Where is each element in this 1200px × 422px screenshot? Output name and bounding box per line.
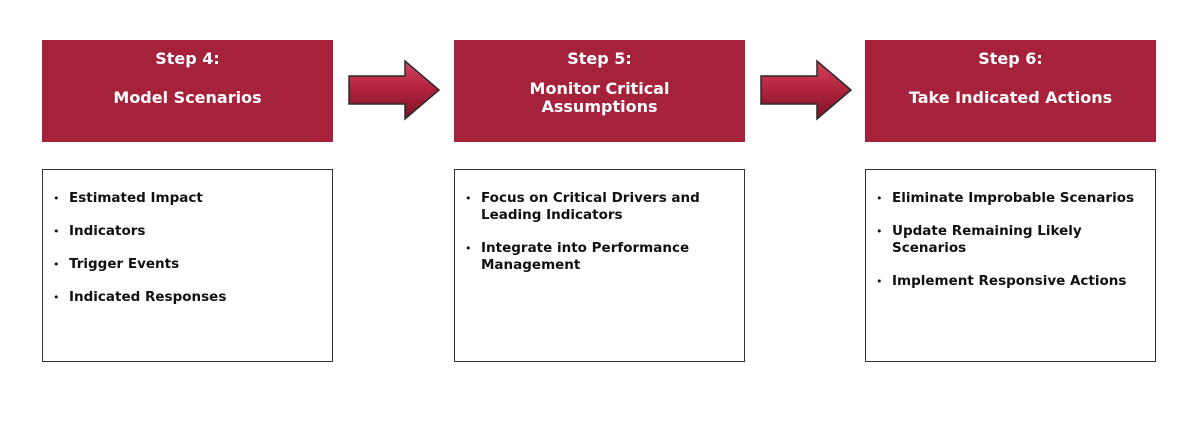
step-5-header: Step 5: Monitor Critical Assumptions <box>454 40 745 142</box>
list-item: Indicated Responses <box>53 289 322 306</box>
step-4-list: Estimated Impact Indicators Trigger Even… <box>53 190 322 306</box>
arrow-right-icon <box>760 59 853 121</box>
list-item: Indicators <box>53 223 322 240</box>
step-6-header: Step 6: Take Indicated Actions <box>865 40 1156 142</box>
list-item: Trigger Events <box>53 256 322 273</box>
step-5-details: Focus on Critical Drivers and Leading In… <box>454 169 745 362</box>
list-item: Eliminate Improbable Scenarios <box>876 190 1145 207</box>
list-item: Integrate into Performance Management <box>465 240 734 274</box>
list-item: Focus on Critical Drivers and Leading In… <box>465 190 734 224</box>
step-5-number: Step 5: <box>567 49 632 68</box>
list-item: Update Remaining Likely Scenarios <box>876 223 1145 257</box>
step-6-number: Step 6: <box>978 49 1043 68</box>
step-5-list: Focus on Critical Drivers and Leading In… <box>465 190 734 274</box>
step-4-number: Step 4: <box>155 49 220 68</box>
step-4-details: Estimated Impact Indicators Trigger Even… <box>42 169 333 362</box>
step-6-title: Take Indicated Actions <box>908 87 1113 107</box>
list-item: Implement Responsive Actions <box>876 273 1145 290</box>
step-4-header: Step 4: Model Scenarios <box>42 40 333 142</box>
list-item: Estimated Impact <box>53 190 322 207</box>
step-6-list: Eliminate Improbable Scenarios Update Re… <box>876 190 1145 290</box>
arrow-right-icon <box>348 59 441 121</box>
step-4-title: Model Scenarios <box>113 87 262 107</box>
step-6-details: Eliminate Improbable Scenarios Update Re… <box>865 169 1156 362</box>
step-5-title: Monitor Critical Assumptions <box>529 78 670 116</box>
